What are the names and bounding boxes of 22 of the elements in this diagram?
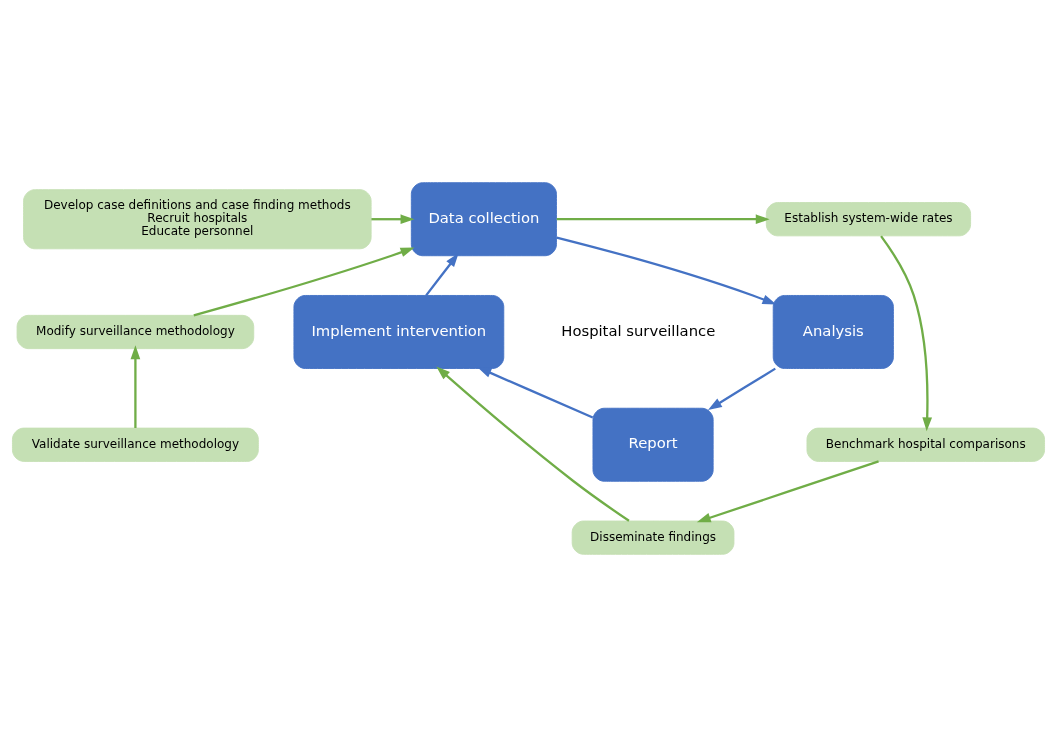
node-box: Implement intervention	[293, 294, 505, 369]
arrow	[880, 234, 933, 431]
arrow	[130, 344, 141, 428]
node-box: Establish system-wide rates	[765, 201, 972, 236]
node-box: Report	[592, 407, 714, 482]
node-box: Benchmark hospital comparisons	[806, 427, 1045, 462]
arrow	[436, 366, 630, 522]
arrow	[696, 459, 879, 522]
label: Hospital surveillance	[561, 321, 716, 338]
arrow	[371, 213, 415, 224]
node-box: Analysis	[772, 294, 894, 369]
node-box: Develop case definitions and case finding methods Recruit hospitals Educate personnel	[23, 188, 372, 249]
node-box: Modify surveillance methodology	[16, 314, 255, 349]
node-box: Disseminate findings	[571, 520, 735, 555]
node-box: Data collection	[410, 181, 557, 256]
node-box: Validate surveillance methodology	[12, 427, 259, 462]
arrow	[556, 235, 777, 305]
arrow	[477, 366, 594, 419]
arrow	[556, 213, 770, 224]
arrow	[708, 367, 776, 410]
arrow	[193, 247, 415, 316]
arrow	[425, 252, 459, 296]
